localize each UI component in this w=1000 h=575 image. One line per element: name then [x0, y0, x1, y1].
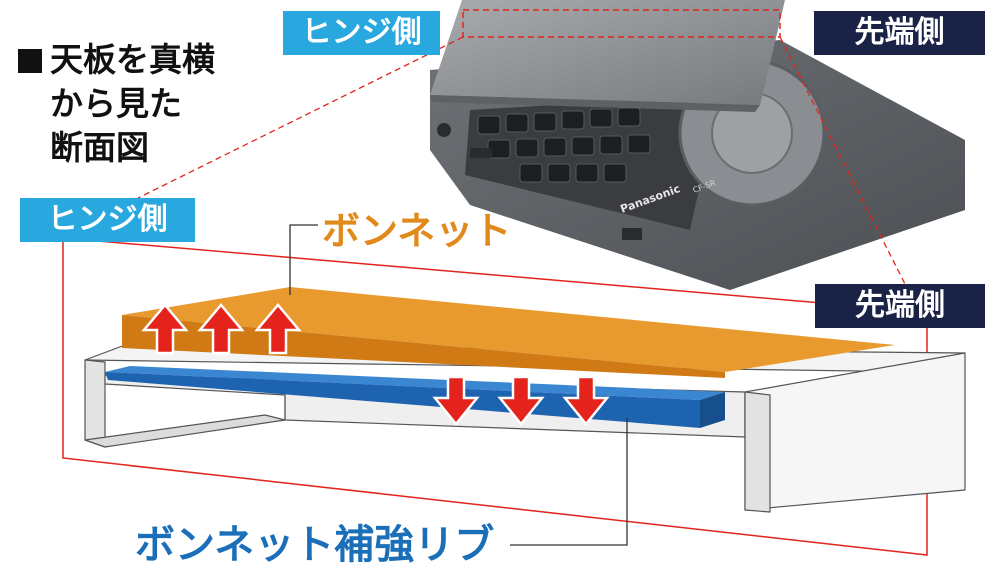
tip-leader-line — [779, 36, 906, 285]
rib-leader-line — [510, 418, 628, 546]
bonnet-leader-line — [289, 224, 318, 295]
section-heading: 天板を真横 から見た 断面図 — [18, 38, 215, 170]
down-arrow-icon — [562, 375, 610, 426]
up-arrow-icon — [141, 303, 189, 355]
black-square-icon — [18, 49, 42, 73]
tip-side-tag: 先端側 — [815, 284, 985, 328]
hinge-side-tag: ヒンジ側 — [20, 198, 195, 242]
bonnet-rib — [105, 366, 725, 428]
hinge-leader-line — [137, 36, 464, 199]
bonnet-label: ボンネット — [322, 209, 512, 253]
laptop-illustration: Panasonic CF-SR — [430, 0, 965, 290]
bonnet-rib-label: ボンネット補強リブ — [135, 522, 495, 568]
hinge-side-tag-top: ヒンジ側 — [283, 11, 440, 55]
up-arrow-icon — [254, 303, 302, 355]
cross-section-frame — [62, 237, 928, 556]
tip-side-tag-top: 先端側 — [814, 11, 985, 55]
heading-line-2: から見た — [50, 84, 182, 123]
heading-line-1: 天板を真横 — [50, 40, 215, 79]
down-arrow-icon — [497, 375, 545, 426]
up-arrow-icon — [197, 303, 245, 355]
upward-force-arrows — [141, 303, 302, 355]
down-arrow-icon — [432, 375, 480, 426]
heading-line-3: 断面図 — [50, 128, 149, 167]
downward-force-arrows — [432, 375, 610, 426]
